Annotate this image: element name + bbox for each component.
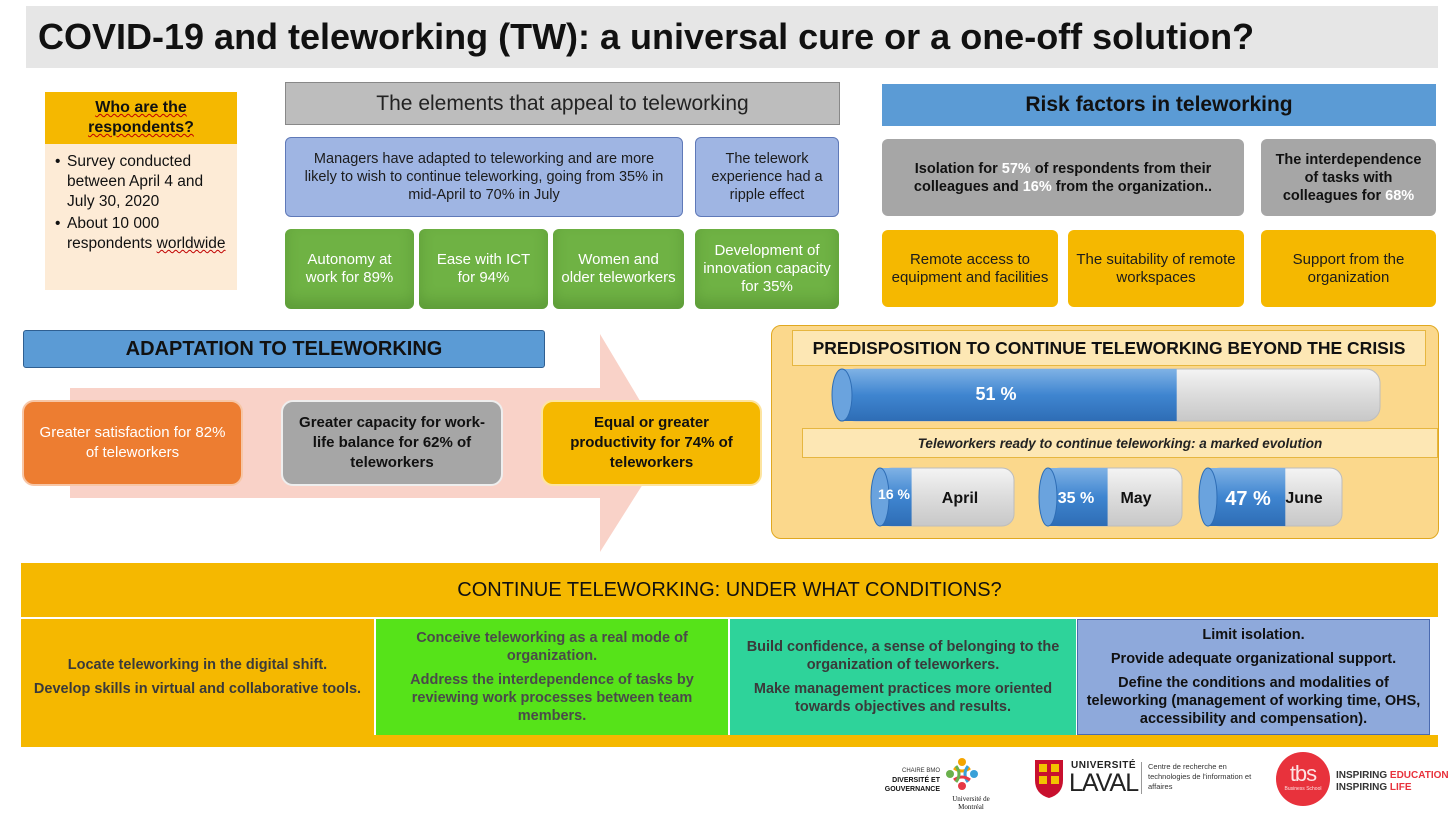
autonomy-box: Autonomy at work for 89%: [285, 229, 414, 309]
condition-text: Address the interdependence of tasks by …: [410, 672, 694, 724]
month-cap-april: [870, 467, 890, 527]
month-cap-june: [1198, 467, 1218, 527]
diversity-figures-icon: [946, 758, 978, 790]
logo-divider: [1141, 762, 1142, 794]
remote-access-box: Remote access to equipment and facilitie…: [882, 230, 1058, 307]
appeal-heading: The elements that appeal to teleworking: [285, 82, 840, 125]
month-cylinder-june: 47 % June: [1198, 467, 1343, 527]
ict-box: Ease with ICT for 94%: [419, 229, 548, 309]
month-pct-june: 47 %: [1225, 488, 1271, 510]
overall-label: 51 %: [975, 384, 1016, 404]
month-name-may: May: [1120, 490, 1151, 507]
chaire-bmo-logo: CHAIRE BMO DIVERSITÉ ET GOUVERNANCE Univ…: [880, 754, 1004, 814]
month-pct-april: 16 %: [878, 486, 910, 502]
month-cap-may: [1038, 467, 1058, 527]
month-name-june: June: [1285, 490, 1322, 507]
month-cylinder-may: 35 % May: [1038, 467, 1183, 527]
tbs-logo: tbs Business School INSPIRING EDUCATION …: [1274, 750, 1449, 810]
tbs-slogan-line1: INSPIRING EDUCATION: [1336, 770, 1449, 781]
support-box: Support from the organization: [1261, 230, 1436, 307]
condition-text: Locate teleworking in the digital shift.: [67, 657, 328, 673]
overall-cylinder: 51 %: [831, 368, 1381, 422]
month-fill-june: [1208, 468, 1286, 526]
satisfaction-box: Greater satisfaction for 82% of telework…: [22, 400, 243, 486]
condition-text: Limit isolation.: [1202, 627, 1305, 643]
conditions-footer-strip: [21, 735, 1438, 747]
condition-text: Make management practices more oriented …: [753, 681, 1053, 715]
suitability-box: The suitability of remote workspaces: [1068, 230, 1244, 307]
title-bar: COVID-19 and teleworking (TW): a univers…: [26, 6, 1438, 68]
balance-box: Greater capacity for work-life balance f…: [281, 400, 503, 486]
condition-column-organization: Conceive teleworking as a real mode of o…: [376, 619, 728, 735]
respondents-heading: Who are the respondents?: [45, 92, 237, 144]
month-name-april: April: [942, 490, 978, 507]
risk-heading: Risk factors in teleworking: [882, 84, 1436, 126]
productivity-box: Equal or greater productivity for 74% of…: [541, 400, 762, 486]
respondents-panel: Survey conducted between April 4 and Jul…: [45, 144, 237, 290]
condition-column-management: Build confidence, a sense of belonging t…: [730, 619, 1076, 735]
condition-column-support: Limit isolation. Provide adequate organi…: [1077, 619, 1430, 735]
respondents-item: Survey conducted between April 4 and Jul…: [55, 152, 227, 212]
overall-cylinder-fill: [842, 369, 1177, 421]
overall-cylinder-cap: [831, 368, 853, 422]
month-pct-may: 35 %: [1058, 490, 1094, 507]
predisposition-heading: PREDISPOSITION TO CONTINUE TELEWORKING B…: [792, 330, 1426, 366]
month-fill-may: [1048, 468, 1108, 526]
predisposition-subtitle: Teleworkers ready to continue teleworkin…: [802, 428, 1438, 458]
page-title: COVID-19 and teleworking (TW): a univers…: [38, 16, 1255, 57]
isolation-box: Isolation for 57% of respondents from th…: [882, 139, 1244, 216]
ripple-box: The telework experience had a ripple eff…: [695, 137, 839, 217]
tbs-slogan-line2: INSPIRING LIFE: [1336, 782, 1412, 793]
managers-box: Managers have adapted to teleworking and…: [285, 137, 683, 217]
innovation-box: Development of innovation capacity for 3…: [695, 229, 839, 309]
condition-column-digital: Locate teleworking in the digital shift.…: [21, 619, 374, 735]
laval-logo: UNIVERSITÉ LAVAL Centre de recherche en …: [1033, 756, 1263, 804]
conditions-heading: CONTINUE TELEWORKING: UNDER WHAT CONDITI…: [21, 563, 1438, 617]
condition-text: Build confidence, a sense of belonging t…: [746, 639, 1060, 673]
adaptation-heading: ADAPTATION TO TELEWORKING: [23, 330, 545, 368]
condition-text: Provide adequate organizational support.: [1110, 651, 1397, 667]
tbs-circle-icon: [1276, 752, 1330, 806]
women-box: Women and older teleworkers: [553, 229, 684, 309]
respondents-item: About 10 000 respondents worldwide: [55, 214, 227, 254]
month-cylinder-april: 16 % April: [870, 467, 1015, 527]
interdependence-box: The interdependence of tasks with collea…: [1261, 139, 1436, 216]
condition-text: Define the conditions and modalities of …: [1086, 675, 1421, 727]
condition-text: Conceive teleworking as a real mode of o…: [416, 630, 688, 664]
laval-crest-icon: [1035, 760, 1063, 798]
condition-text: Develop skills in virtual and collaborat…: [33, 681, 362, 697]
